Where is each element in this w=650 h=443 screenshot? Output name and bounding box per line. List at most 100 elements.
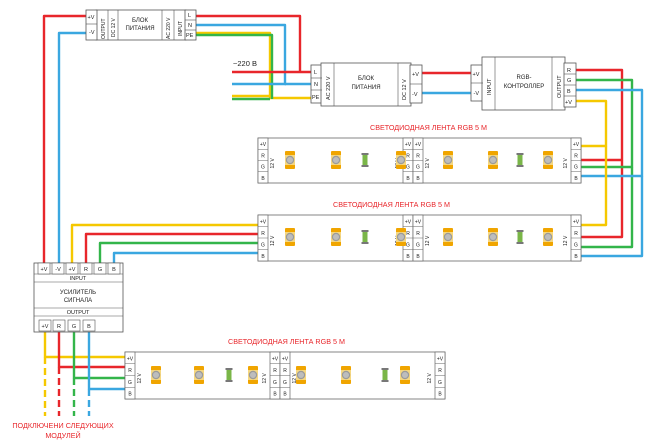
strip-pin-label: R	[574, 231, 578, 237]
wire-strip2-b	[112, 251, 258, 264]
strip-pin-label: R	[438, 368, 442, 374]
psu-mid-ac-label: AC 220 V	[326, 76, 332, 100]
resistor	[516, 230, 524, 244]
strip-pin-label: R	[273, 368, 277, 374]
strip-1-title: СВЕТОДИОДНАЯ ЛЕНТА RGB 5 М	[370, 123, 487, 132]
strip-pin-label: G	[574, 165, 578, 171]
strip-pin-label: G	[438, 380, 442, 386]
wire-psu-top-pe	[196, 31, 316, 100]
strip-pin-label: G	[283, 380, 287, 386]
psu-mid-body	[320, 62, 412, 107]
psu-top-in-terminals	[184, 9, 197, 41]
strip-pin-label: B	[406, 176, 410, 182]
strip-pin-label: R	[128, 368, 132, 374]
psu-top-out-terminals	[85, 9, 98, 41]
strip-voltage-label: 12 V	[425, 158, 431, 169]
amplifier-out-term: R	[57, 324, 61, 330]
strip-2-title: СВЕТОДИОДНАЯ ЛЕНТА RGB 5 М	[333, 200, 450, 209]
psu-top-body	[95, 9, 187, 41]
wire-ctrl-r2	[581, 160, 624, 239]
amplifier-out-term: +V	[42, 324, 49, 330]
strip-voltage-label: 12 V	[262, 373, 268, 384]
led-chip	[296, 366, 306, 384]
strip-pin-label: +V	[260, 219, 267, 225]
controller-output-label: OUTPUT	[557, 75, 563, 98]
psu-mid-term-l: L	[314, 70, 317, 76]
footer-line-2: МОДУЛЕЙ	[45, 431, 80, 440]
psu-top-term-pe: PE	[186, 33, 194, 39]
amplifier-in-term: -V	[55, 267, 61, 273]
wire-psu-top-minus	[57, 31, 88, 264]
psu-top-term-minus: -V	[89, 30, 95, 36]
psu-mid-term-n: N	[314, 82, 318, 88]
amplifier-out-term: G	[72, 324, 76, 330]
strip-pin-label: +V	[573, 142, 580, 148]
wire-ctrl-plus	[576, 99, 608, 148]
amplifier-in-term: +V	[69, 267, 76, 273]
wire-psu-top-plus	[42, 14, 88, 264]
strip-pin-label: +V	[437, 356, 444, 362]
led-chip	[341, 366, 351, 384]
strip-voltage-label: 12 V	[292, 373, 298, 384]
strip-pin-label: G	[128, 380, 132, 386]
amplifier-out-term: B	[87, 324, 91, 330]
strip-3-title: СВЕТОДИОДНАЯ ЛЕНТА RGB 5 М	[228, 337, 345, 346]
amplifier-output-label: OUTPUT	[67, 310, 90, 316]
strip-pin-label: R	[406, 231, 410, 237]
wire-psu-top-pe-g	[196, 33, 274, 99]
psu-top: +V -V L N PE OUTPUT DC 12 V БЛОК ПИТАНИЯ…	[85, 9, 197, 41]
controller-title-2: КОНТРОЛЛЕР	[504, 84, 544, 90]
psu-top-dc-label: DC 12 V	[111, 17, 117, 37]
amplifier-title-1: УСИЛИТЕЛЬ	[60, 290, 96, 296]
strip-pin-label: +V	[282, 356, 289, 362]
strip-left-terminal: +V RGB	[124, 351, 136, 400]
resistor	[225, 368, 233, 382]
strip-pin-label: B	[261, 254, 265, 260]
led-chip	[488, 228, 498, 246]
strip-pin-label: +V	[127, 356, 134, 362]
wire-strip2-g	[98, 241, 258, 264]
led-chip	[488, 151, 498, 169]
strip-pin-label: R	[406, 153, 410, 159]
strip-voltage-label: 12 V	[270, 158, 276, 169]
mains-label: ~220 В	[233, 59, 257, 68]
psu-mid-term-plus: +V	[412, 72, 419, 78]
strip-pin-label: B	[438, 392, 442, 398]
strip-pin-label: +V	[405, 142, 412, 148]
psu-top-ac-label: AC 220 V	[166, 17, 172, 39]
strip-pin-label: B	[128, 392, 132, 398]
strip-pin-label: B	[283, 392, 287, 398]
wire-psu-top-l	[196, 14, 302, 72]
led-chip	[285, 151, 295, 169]
wire-strip2-plus	[70, 223, 258, 264]
led-chip	[443, 228, 453, 246]
led-chip	[400, 366, 410, 384]
amplifier-title-2: СИГНАЛА	[64, 298, 92, 304]
wire-psu-top-n	[196, 23, 316, 86]
amplifier-output-terminals: +V R G B	[38, 319, 96, 332]
strip-pin-label: +V	[415, 219, 422, 225]
wire-ctrl-b2	[581, 176, 644, 258]
amplifier-in-term: B	[112, 267, 116, 273]
wire-ctrl-g2	[581, 167, 634, 249]
resistor	[361, 153, 369, 167]
strip-pin-label: B	[273, 392, 277, 398]
psu-top-title-2: ПИТАНИЯ	[125, 26, 154, 32]
amplifier-in-term: +V	[41, 267, 48, 273]
psu-mid-dc-label: DC 12 V	[402, 79, 408, 100]
next-module-leads	[43, 357, 91, 416]
resistor	[361, 230, 369, 244]
controller-input-label: INPUT	[487, 78, 493, 95]
strip-pin-label: R	[416, 153, 420, 159]
strip-pin-label: +V	[573, 219, 580, 225]
